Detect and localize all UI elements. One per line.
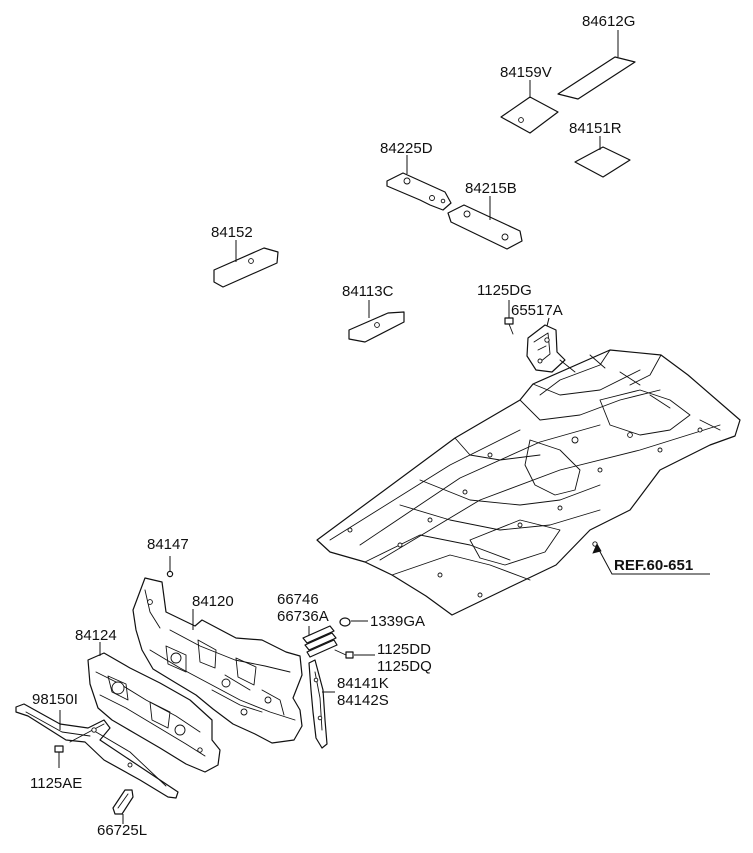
pad-84225D xyxy=(386,172,452,211)
label-1125AE: 1125AE xyxy=(30,775,82,792)
pad-84152 xyxy=(213,247,279,288)
bolt-1125AE xyxy=(54,745,64,753)
pad-84113C xyxy=(348,311,405,343)
label-84151R: 84151R xyxy=(569,120,622,137)
label-1125DD: 1125DD xyxy=(377,641,431,658)
ref-arrow xyxy=(592,543,710,575)
label-1125DQ: 1125DQ xyxy=(377,658,432,675)
label-84120: 84120 xyxy=(192,593,234,610)
label-1339GA: 1339GA xyxy=(370,613,425,630)
nut-1339GA xyxy=(339,617,351,627)
label-ref: REF.60-651 xyxy=(614,557,693,574)
label-65517A: 65517A xyxy=(511,302,563,319)
bolt-1125DG xyxy=(504,317,514,335)
pad-84159V xyxy=(500,96,559,134)
label-84159V: 84159V xyxy=(500,64,552,81)
label-66736A: 66736A xyxy=(277,608,329,625)
label-66746: 66746 xyxy=(277,591,319,608)
label-84147: 84147 xyxy=(147,536,189,553)
bracket-84141K xyxy=(308,659,328,749)
bracket-66725L xyxy=(112,789,134,815)
label-84141K: 84141K xyxy=(337,675,389,692)
label-84215B: 84215B xyxy=(465,180,517,197)
label-84113C: 84113C xyxy=(342,283,394,300)
cowl-bar-98150I xyxy=(15,703,179,799)
label-98150I: 98150I xyxy=(32,691,78,708)
label-84152: 84152 xyxy=(211,224,253,241)
bracket-65517A xyxy=(526,324,566,373)
label-84225D: 84225D xyxy=(380,140,433,157)
floor-panel xyxy=(316,349,741,616)
insulator-84124 xyxy=(87,652,221,773)
label-66725L: 66725L xyxy=(97,822,147,839)
clip-84147 xyxy=(166,570,174,578)
label-84612G: 84612G xyxy=(582,13,635,30)
label-1125DG: 1125DG xyxy=(477,282,532,299)
label-84124: 84124 xyxy=(75,627,117,644)
pad-84215B xyxy=(447,204,523,250)
bolt-1125DD xyxy=(334,649,354,659)
pad-84151R xyxy=(574,146,631,178)
label-84142S: 84142S xyxy=(337,692,389,709)
fastener-66746 xyxy=(302,625,338,658)
dash-panel-84120 xyxy=(132,577,303,744)
pad-84612G xyxy=(557,56,636,100)
